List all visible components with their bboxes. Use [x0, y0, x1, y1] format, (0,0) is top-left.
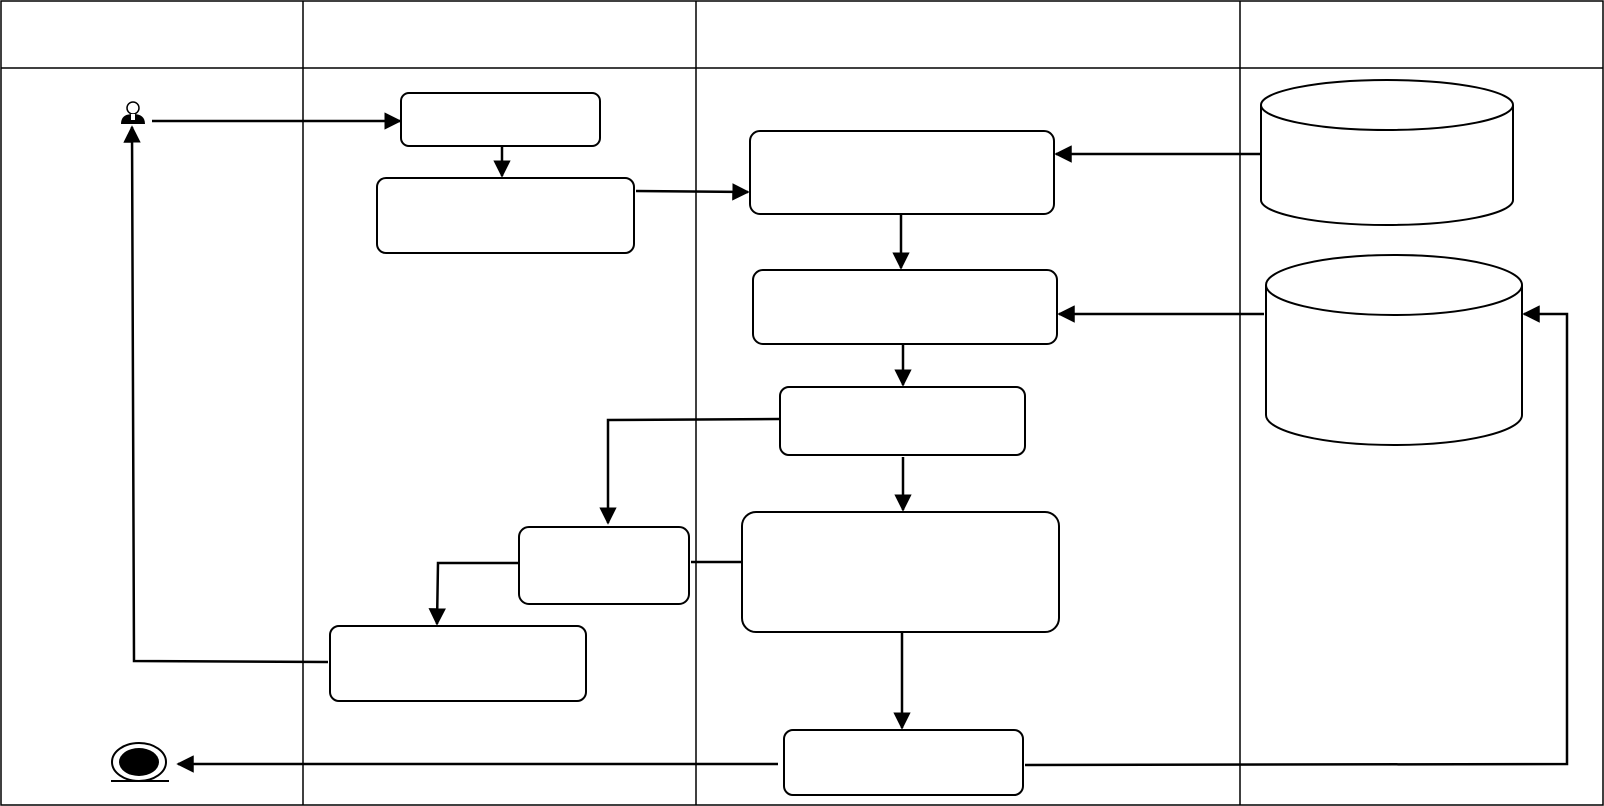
activity-box-8: [329, 625, 587, 702]
activity-box-2: [376, 177, 635, 254]
datastore-1: [1260, 79, 1514, 226]
edge-box2-to-box3: [635, 183, 750, 201]
actor-icon: [121, 101, 145, 124]
activity-box-7: [741, 511, 1060, 633]
activity-box-4: [752, 269, 1058, 345]
datastore-2: [1265, 254, 1523, 446]
final-node-icon: [111, 742, 169, 782]
activity-box-9: [783, 729, 1024, 796]
activity-box-5: [779, 386, 1026, 456]
edge-box6-to-box8: [428, 561, 518, 626]
edge-box9-to-db2: [1024, 305, 1569, 767]
edge-box8-to-actor: [123, 125, 329, 664]
activity-box-1: [400, 92, 601, 147]
activity-box-6: [518, 526, 690, 605]
edge-box5-to-box6: [599, 417, 780, 525]
activity-box-3: [749, 130, 1055, 215]
